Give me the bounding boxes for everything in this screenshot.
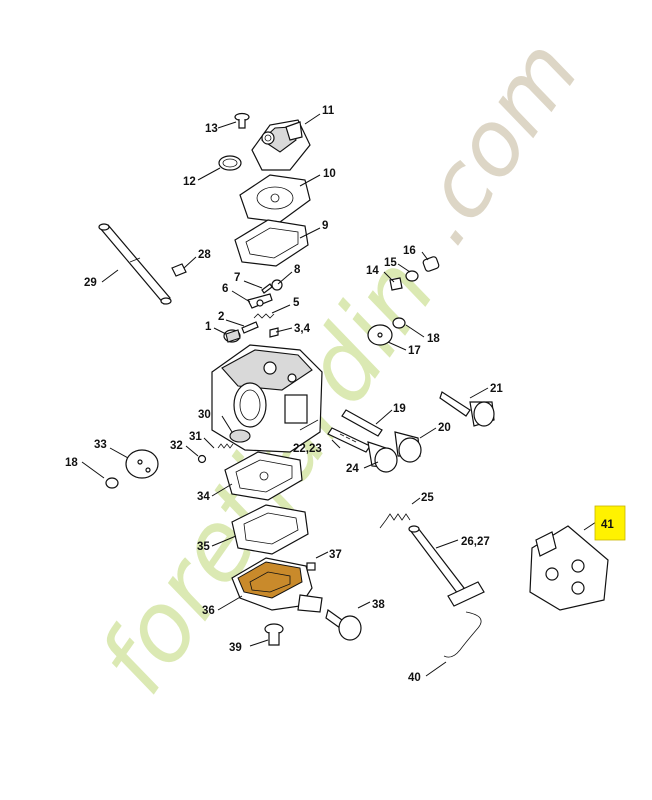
part-13-screw[interactable]: [234, 112, 250, 129]
part-18-screw-right[interactable]: [392, 317, 406, 329]
label-18-left[interactable]: 18: [65, 457, 78, 469]
label-41[interactable]: 41: [601, 519, 614, 531]
label-24[interactable]: 24: [346, 463, 359, 475]
part-16-plug[interactable]: [422, 256, 440, 272]
part-32-ball[interactable]: [197, 454, 207, 464]
part-34-clip[interactable]: [269, 327, 279, 338]
part-2-needle[interactable]: [241, 321, 259, 334]
label-13[interactable]: 13: [205, 123, 218, 135]
part-33-disc[interactable]: [125, 449, 159, 479]
part-38-adjuster[interactable]: [325, 608, 362, 641]
label-10[interactable]: 10: [323, 168, 336, 180]
part-9-gasket[interactable]: [234, 219, 309, 267]
label-35[interactable]: 35: [197, 541, 210, 553]
label-30[interactable]: 30: [198, 409, 211, 421]
label-25[interactable]: 25: [421, 492, 434, 504]
label-36[interactable]: 36: [202, 605, 215, 617]
label-20[interactable]: 20: [438, 422, 451, 434]
label-11[interactable]: 11: [322, 105, 335, 117]
label-2[interactable]: 2: [218, 311, 224, 323]
part-6-lever[interactable]: [247, 293, 273, 309]
part-21-adjuster[interactable]: [439, 391, 495, 427]
label-32[interactable]: 32: [170, 440, 183, 452]
part-25-spring[interactable]: [379, 513, 411, 529]
label-28[interactable]: 28: [198, 249, 211, 261]
label-5[interactable]: 5: [293, 297, 300, 309]
highlight-box-41: [594, 505, 626, 541]
label-1[interactable]: 1: [205, 321, 212, 333]
part-11-cover[interactable]: [251, 119, 311, 171]
label-31[interactable]: 31: [189, 431, 202, 443]
label-38[interactable]: 38: [372, 599, 385, 611]
watermark: foretjardin .com: [77, 22, 600, 714]
part-5-spring[interactable]: [253, 313, 275, 319]
label-14[interactable]: 14: [366, 265, 379, 277]
label-3-4[interactable]: 3,4: [294, 323, 311, 335]
part-2627-shaft[interactable]: [408, 525, 485, 607]
part-2223-needle[interactable]: [327, 427, 371, 453]
part-17-disc[interactable]: [367, 324, 393, 346]
label-29[interactable]: 29: [84, 277, 97, 289]
callout-labels: 13 11 12 10 9 29 28 7 8 6 5 2 1 3,4 16 1…: [65, 105, 614, 684]
part-39-screw[interactable]: [264, 623, 284, 646]
watermark-domain: .com: [387, 22, 600, 263]
part-18-screw-left[interactable]: [105, 477, 119, 489]
part-10-diaphragm[interactable]: [239, 174, 311, 223]
part-1-plug[interactable]: [223, 329, 241, 343]
label-34[interactable]: 34: [197, 491, 210, 503]
leader-lines: [81, 113, 597, 677]
part-7-pin[interactable]: [261, 283, 273, 294]
part-34-gasket[interactable]: [224, 451, 303, 501]
label-6[interactable]: 6: [222, 283, 228, 295]
part-40-wire[interactable]: [443, 611, 482, 658]
label-21[interactable]: 21: [490, 383, 503, 395]
label-16[interactable]: 16: [403, 245, 416, 257]
part-41-plate[interactable]: [529, 525, 609, 611]
label-40[interactable]: 40: [408, 672, 421, 684]
part-12-oring[interactable]: [218, 155, 242, 171]
part-35-gasket[interactable]: [231, 504, 309, 555]
label-37[interactable]: 37: [329, 549, 342, 561]
label-15[interactable]: 15: [384, 257, 397, 269]
label-22-23[interactable]: 22,23: [293, 443, 322, 455]
label-18-right[interactable]: 18: [427, 333, 440, 345]
label-9[interactable]: 9: [322, 220, 328, 232]
part-24-cap[interactable]: [367, 441, 398, 473]
part-19-needle[interactable]: [341, 409, 383, 437]
part-28-screw[interactable]: [171, 263, 187, 277]
part-20-cap[interactable]: [394, 431, 422, 463]
label-8[interactable]: 8: [294, 264, 301, 276]
part-36-cover[interactable]: [231, 557, 323, 613]
carburetor-body[interactable]: [211, 344, 323, 453]
part-15-oring[interactable]: [405, 270, 419, 282]
label-39[interactable]: 39: [229, 642, 242, 654]
part-30-screen[interactable]: [229, 429, 251, 443]
label-12[interactable]: 12: [183, 176, 196, 188]
label-17[interactable]: 17: [408, 345, 421, 357]
label-7[interactable]: 7: [234, 272, 240, 284]
part-31-spring[interactable]: [217, 443, 234, 449]
label-19[interactable]: 19: [393, 403, 406, 415]
part-29-shaft[interactable]: [98, 223, 172, 305]
label-33[interactable]: 33: [94, 439, 107, 451]
part-37-plug[interactable]: [306, 562, 316, 571]
label-26-27[interactable]: 26,27: [461, 536, 490, 548]
